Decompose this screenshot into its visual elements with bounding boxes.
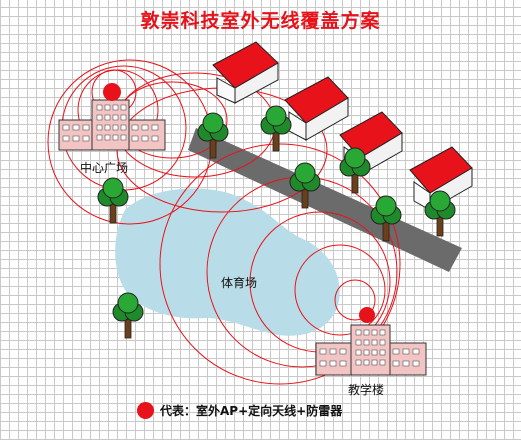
tree — [370, 195, 402, 242]
house — [284, 76, 349, 141]
tree — [197, 112, 229, 159]
tree — [97, 177, 129, 224]
tree — [112, 292, 144, 339]
tree — [260, 105, 292, 152]
center-plaza-building — [58, 99, 166, 151]
red-dot-icon — [137, 401, 154, 419]
legend: 代表：室外AP+定向天线+防雷器 — [137, 401, 342, 419]
tree — [339, 147, 371, 194]
road — [188, 128, 462, 272]
ap-marker-center-plaza — [103, 83, 121, 101]
house — [212, 41, 279, 104]
ap-marker-teaching-building — [359, 307, 375, 323]
teaching-building — [315, 324, 427, 376]
label-teaching-building: 教学楼 — [348, 383, 385, 397]
legend-text: 代表：室外AP+定向天线+防雷器 — [160, 403, 343, 418]
lake — [115, 188, 340, 336]
label-stadium: 体育场 — [221, 276, 258, 290]
coverage-rings-teaching — [159, 143, 401, 385]
page-title: 敦崇科技室外无线覆盖方案 — [140, 10, 381, 32]
label-center-plaza: 中心广场 — [80, 161, 129, 175]
tree — [424, 190, 456, 237]
tree — [289, 162, 321, 209]
